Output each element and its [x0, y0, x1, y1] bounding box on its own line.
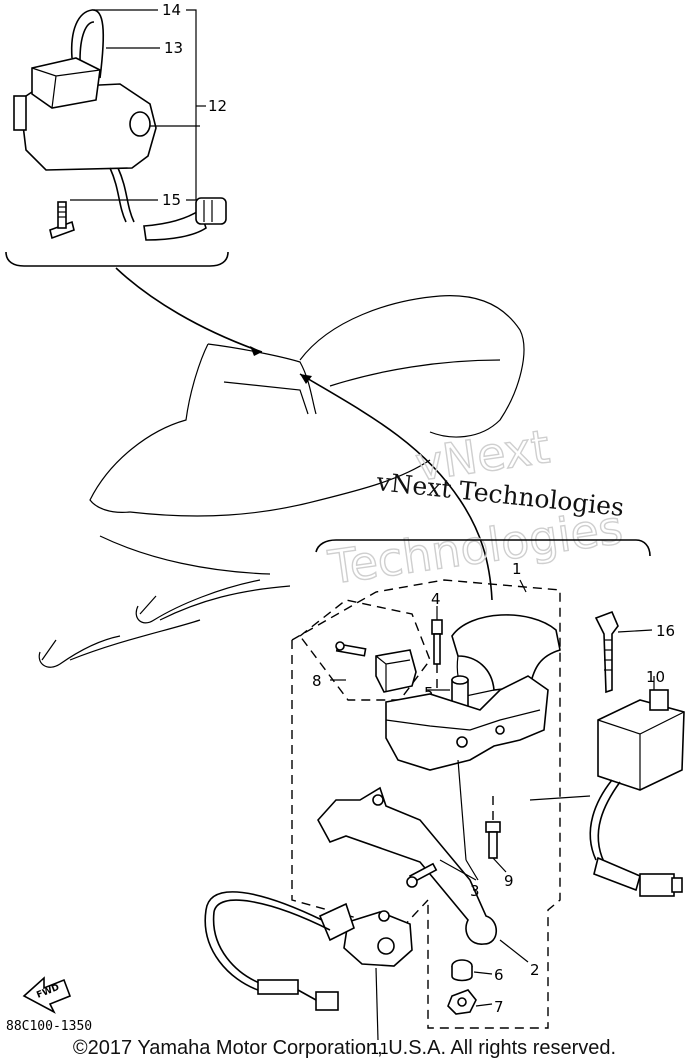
callout-16: 16 — [656, 622, 675, 640]
belly-pan — [129, 459, 431, 517]
copyright-notice: ©2017 Yamaha Motor Corporation, U.S.A. A… — [72, 1037, 617, 1059]
diagram-code: 88C100-1350 — [6, 1019, 92, 1034]
switch-wire — [109, 167, 127, 223]
windshield-inner — [223, 381, 309, 415]
callout-8: 8 — [312, 672, 322, 690]
leader-1 — [519, 579, 527, 593]
part-11-sensor: 11 — [204, 891, 413, 1058]
throttle-lever — [317, 786, 498, 945]
callout-9: 9 — [504, 872, 514, 890]
callout-10: 10 — [646, 668, 665, 686]
windshield — [207, 343, 317, 415]
snowmobile-outline — [38, 267, 525, 668]
assembly-1-boundary — [291, 579, 561, 1029]
connector-plug — [195, 197, 227, 225]
bracket-12 — [186, 9, 197, 201]
inset-pointer-line — [115, 267, 263, 353]
callout-14: 14 — [162, 1, 181, 19]
callout-7: 7 — [494, 998, 504, 1016]
switch-wire-2 — [117, 167, 135, 223]
callout-6: 6 — [494, 966, 504, 984]
inset-frame — [5, 251, 229, 267]
leader-2 — [499, 939, 529, 963]
ski-left — [38, 635, 121, 668]
callout-3: 3 — [470, 882, 480, 900]
seat-seam — [329, 359, 501, 387]
callout-4: 4 — [431, 590, 441, 608]
part-4-bolt: 4 — [431, 590, 443, 690]
ski-right — [135, 579, 261, 624]
switch-side-plate — [13, 95, 27, 131]
hull-lower — [99, 535, 271, 575]
callout-12: 12 — [208, 97, 227, 115]
part-10-module: 10 — [529, 668, 685, 897]
callout-15: 15 — [162, 191, 181, 209]
strap-loop — [70, 9, 105, 79]
throttle-housing — [385, 675, 549, 771]
callout-2: 2 — [530, 961, 540, 979]
handlebar-pointer-line — [299, 373, 493, 601]
switch-knob — [129, 111, 151, 137]
callout-13: 13 — [164, 39, 183, 57]
callout-5: 5 — [424, 684, 434, 702]
hood-outline — [89, 343, 209, 513]
callout-1: 1 — [512, 560, 522, 578]
switch-button-edge — [31, 67, 101, 109]
part-7-nut: 7 — [447, 989, 504, 1016]
part-9-screw: 9 — [485, 796, 514, 890]
part-3-screw: 3 — [406, 759, 480, 900]
part-16-cable-tie: 16 — [594, 610, 675, 694]
fwd-arrow-icon: FWD — [22, 976, 72, 1014]
detail-frame — [315, 539, 651, 557]
assembly-8-boundary — [299, 599, 431, 701]
seat-outline — [299, 295, 525, 438]
inset-switch-assembly: 14 13 12 15 — [5, 1, 229, 267]
switch-button-top — [31, 57, 101, 109]
switch-cover — [451, 614, 561, 691]
connector-lead — [143, 208, 207, 241]
part-6-washer: 6 — [451, 959, 504, 984]
callout-11: 11 — [370, 1040, 389, 1058]
strap-inner — [79, 21, 95, 61]
